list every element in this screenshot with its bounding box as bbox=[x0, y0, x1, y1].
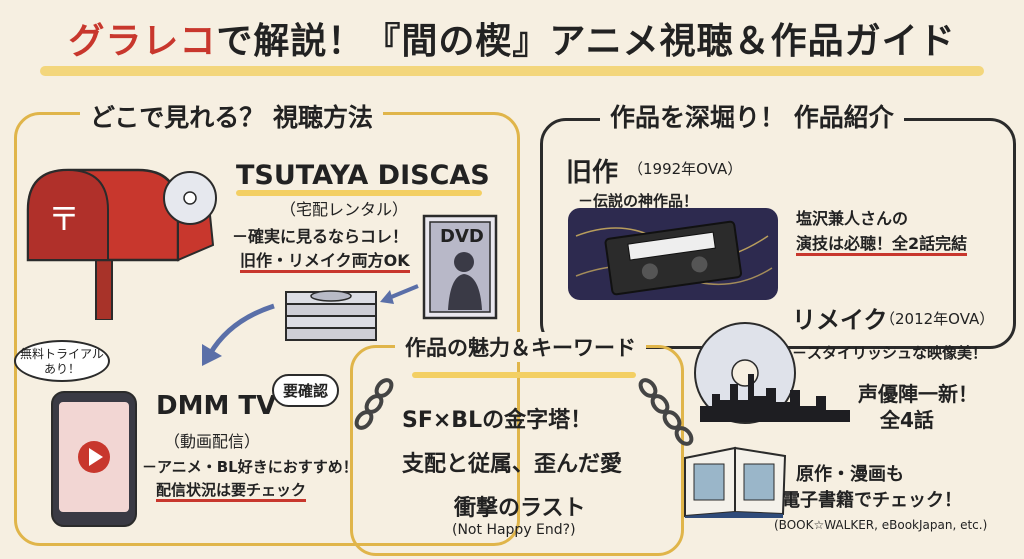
title-highlight bbox=[40, 66, 984, 76]
arrow-icon bbox=[380, 284, 419, 304]
vhs-tape-icon bbox=[568, 208, 778, 300]
dvd-case-icon bbox=[422, 214, 498, 320]
remake-note2: 全4話 bbox=[880, 408, 934, 432]
old-line1: －伝説の神作品！ bbox=[578, 192, 699, 210]
remake-title: リメイク bbox=[792, 306, 888, 334]
tsutaya-title: TSUTAYA DISCAS bbox=[236, 160, 490, 191]
remake-line1: －スタイリッシュな映像美！ bbox=[792, 344, 988, 362]
works-heading: 作品を深堀り！ 作品紹介 bbox=[600, 98, 904, 134]
dmm-title: DMM TV bbox=[156, 391, 277, 421]
viewing-heading: どこで見れる？ 視聴方法 bbox=[80, 98, 383, 134]
tsutaya-line2: 旧作・リメイク両方OK bbox=[240, 247, 410, 273]
old-note1: 塩沢兼人さんの bbox=[796, 209, 909, 228]
keyword-2: 支配と従属、歪んだ愛 bbox=[402, 452, 623, 477]
disc-icon bbox=[163, 171, 217, 225]
remake-year: （2012年OVA） bbox=[880, 310, 995, 328]
smartphone-icon bbox=[51, 391, 137, 527]
svg-text:〒: 〒 bbox=[48, 200, 80, 238]
keyword-3-sub: (Not Happy End?) bbox=[452, 522, 576, 538]
tsutaya-line1: －確実に見るならコレ！ bbox=[232, 227, 409, 246]
keyword-1: SF×BLの金字塔！ bbox=[402, 408, 593, 433]
keywords-heading: 作品の魅力＆キーワード bbox=[395, 332, 646, 362]
book-line3: (BOOK☆WALKER, eBookJapan, etc.) bbox=[774, 518, 988, 532]
old-note2: 演技は必聴！全2話完結 bbox=[796, 230, 968, 256]
dmm-line2: 配信状況は要チェック bbox=[156, 479, 307, 502]
chain-icon bbox=[638, 378, 694, 446]
dvd-label: DVD bbox=[440, 226, 484, 247]
keyword-3: 衝撃のラスト bbox=[454, 496, 586, 521]
old-title: 旧作 bbox=[566, 158, 619, 188]
keywords-highlight bbox=[412, 372, 636, 378]
tsutaya-sub: （宅配レンタル） bbox=[280, 200, 409, 219]
tsutaya-highlight bbox=[236, 190, 482, 196]
disc-stack-icon bbox=[285, 290, 377, 341]
mailbox-icon: 〒 bbox=[26, 168, 215, 320]
dmm-sub: （動画配信） bbox=[164, 432, 261, 451]
old-year: （1992年OVA） bbox=[628, 160, 743, 178]
confirm-badge: 要確認 bbox=[272, 374, 340, 407]
book-line2: 電子書籍でチェック！ bbox=[782, 490, 962, 511]
remake-note1: 声優陣一新！ bbox=[858, 382, 978, 406]
book-line1: 原作・漫画も bbox=[796, 464, 904, 485]
trial-bubble: 無料トライアルあり！ bbox=[14, 340, 110, 382]
city-skyline-icon bbox=[700, 374, 850, 422]
chain-icon bbox=[354, 378, 394, 430]
arrow-icon bbox=[202, 303, 275, 366]
page-title: グラレコで解説！『間の楔』アニメ視聴＆作品ガイド bbox=[68, 21, 956, 62]
book-icon bbox=[684, 446, 787, 518]
dmm-line1: －アニメ・BL好きにおすすめ！ bbox=[142, 458, 358, 476]
